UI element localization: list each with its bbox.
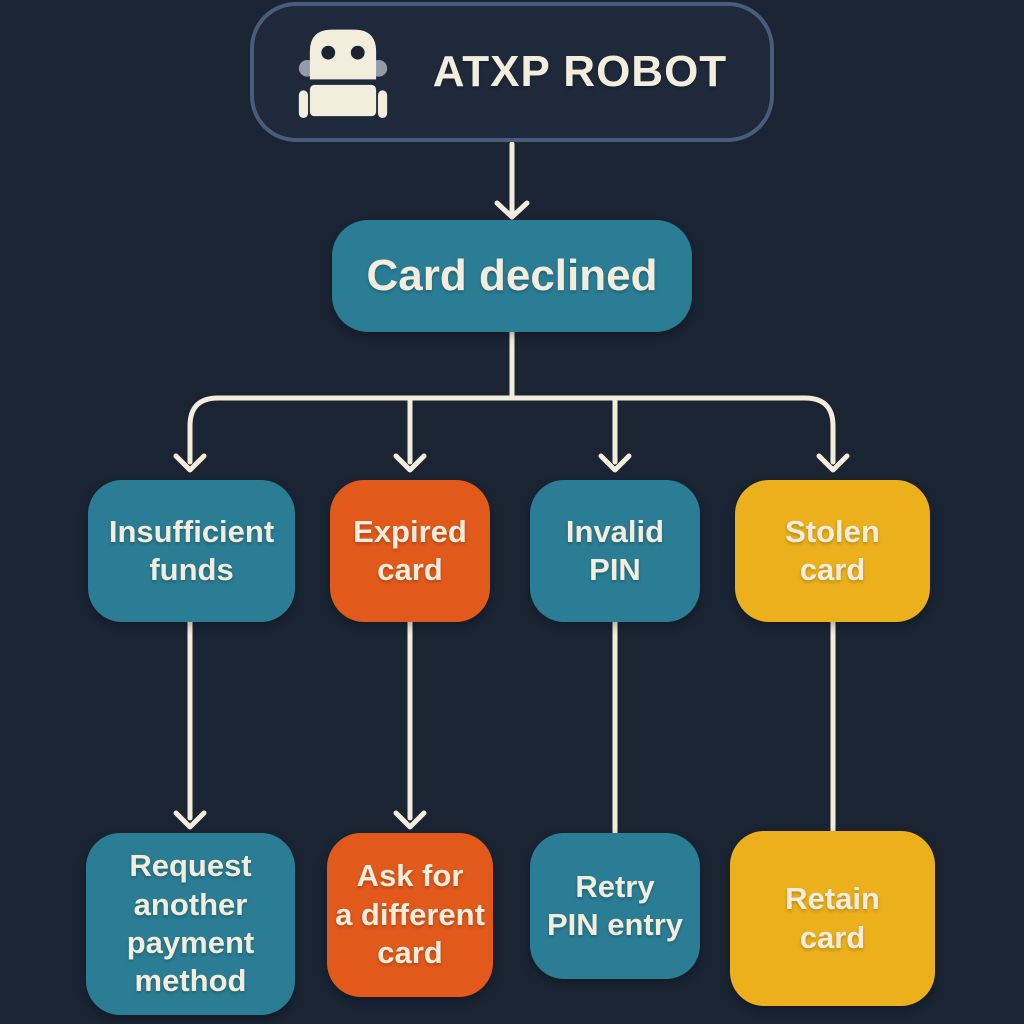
branch-bar <box>187 329 836 465</box>
node-request-another-payment-method-label: Request another payment method <box>126 848 255 999</box>
arrowhead-header-to-root <box>494 200 530 220</box>
node-card-declined-label: Card declined <box>366 250 658 300</box>
node-insufficient-funds-label: Insufficient funds <box>108 513 275 587</box>
node-retain-card-label: Retain card <box>785 881 880 955</box>
arrowhead-cause-2 <box>393 453 427 473</box>
arrowhead-action-1 <box>173 810 207 830</box>
header-box: ATXP ROBOT <box>250 2 774 142</box>
node-stolen-card: Stolen card <box>735 480 930 622</box>
header-title: ATXP ROBOT <box>432 47 728 96</box>
arrowhead-cause-4 <box>816 453 850 473</box>
node-request-another-payment-method: Request another payment method <box>86 833 295 1015</box>
node-retry-pin-entry: Retry PIN entry <box>530 833 700 979</box>
arrowhead-cause-1 <box>173 453 207 473</box>
arrowhead-action-2 <box>393 810 427 830</box>
node-card-declined: Card declined <box>332 220 692 332</box>
node-insufficient-funds: Insufficient funds <box>88 480 295 622</box>
node-expired-card-label: Expired card <box>353 513 467 587</box>
robot-icon <box>298 29 387 118</box>
node-expired-card: Expired card <box>330 480 490 622</box>
node-invalid-pin: Invalid PIN <box>530 480 700 622</box>
node-stolen-card-label: Stolen card <box>785 513 880 587</box>
node-ask-for-a-different-card: Ask for a different card <box>327 833 493 997</box>
arrowhead-cause-3 <box>598 453 632 473</box>
node-invalid-pin-label: Invalid PIN <box>565 513 665 587</box>
node-ask-for-a-different-card-label: Ask for a different card <box>335 858 485 971</box>
node-retain-card: Retain card <box>730 831 935 1006</box>
node-retry-pin-entry-label: Retry PIN entry <box>546 868 684 942</box>
